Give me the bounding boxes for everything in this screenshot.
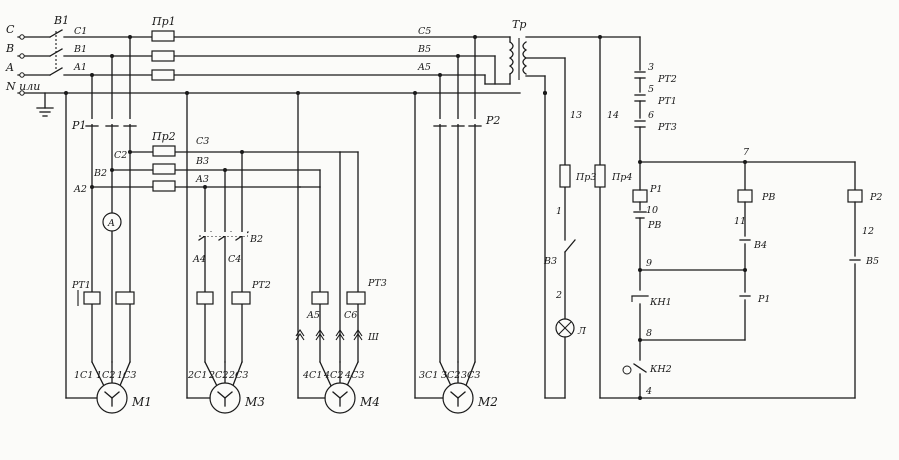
node-a1: A1	[73, 62, 87, 73]
coil-p1-label: P1	[649, 184, 662, 195]
contactor-p1-label: P1	[71, 119, 86, 132]
m1-t3: 1C3	[117, 370, 136, 381]
fuse-pr2	[152, 145, 176, 192]
motor-m3-label: M3	[244, 395, 265, 409]
wire-3: 3	[648, 62, 654, 73]
fuse-pr1	[151, 30, 175, 81]
switch-b3-label: B3	[543, 256, 557, 267]
motor-m4-branch	[295, 92, 366, 414]
wire-2: 2	[555, 290, 562, 301]
switch-b4-label: B4	[753, 240, 767, 251]
node-b3: B3	[195, 156, 209, 167]
fuse-pr1-label: Пр1	[151, 15, 176, 28]
m2-t1: 3C1	[419, 370, 438, 381]
coil-p2-label: P2	[869, 192, 882, 203]
transformer-label: Тр	[512, 18, 526, 31]
motor-m2-label: M2	[477, 395, 498, 409]
transformer	[484, 36, 641, 95]
bus-a-label: A	[5, 61, 14, 74]
node-c4: C4	[228, 254, 241, 265]
wire-9: 9	[646, 258, 652, 269]
node-b2: B2	[93, 168, 107, 179]
wire-14: 14	[607, 110, 619, 121]
ammeter-label: A	[107, 218, 115, 229]
relay-pt1-label: PT1	[71, 280, 91, 291]
switch-b1-label: B1	[53, 14, 69, 27]
node-a5-top: A5	[417, 62, 431, 73]
node-c3: C3	[196, 136, 209, 147]
fuse-pr3-label: Пр3	[575, 172, 596, 183]
rt-series-pt2: PT2	[657, 74, 677, 85]
node-b1: B1	[73, 44, 87, 55]
motor-m1-branch	[65, 36, 341, 414]
m3-t1: 2C1	[187, 370, 207, 381]
fuse-pr4-label: Пр4	[611, 172, 632, 183]
rt-series-pt1: PT1	[657, 96, 677, 107]
main-bus-lines	[17, 29, 521, 117]
fuse-pr2-label: Пр2	[151, 130, 176, 143]
m3-t3: 2C3	[228, 370, 248, 381]
hold-contact-p1-label: P1	[757, 294, 770, 305]
m4-t3: 4C3	[344, 370, 364, 381]
lamp-label: Л	[577, 326, 587, 337]
motor-m4-label: M4	[359, 395, 380, 409]
wire-10: 10	[646, 205, 658, 216]
node-a4: A4	[192, 254, 206, 265]
switch-b2-label: B2	[249, 234, 263, 245]
bus-b-label: B	[5, 42, 14, 55]
node-a2: A2	[73, 184, 87, 195]
wire-5: 5	[648, 84, 654, 95]
bus-n-label: N или	[5, 80, 40, 93]
plug-label: Ш	[367, 332, 379, 343]
relay-pt2-label: PT2	[251, 280, 271, 291]
motor-m2-branch	[414, 36, 482, 414]
m4-t2: 4C2	[323, 370, 343, 381]
lamp-circuit	[544, 35, 606, 399]
wire-4: 4	[645, 386, 652, 397]
m3-t2: 2C2	[208, 370, 228, 381]
switch-b5-label: B5	[865, 256, 879, 267]
motor-m3-branch	[186, 92, 251, 414]
m1-t1: 1C1	[74, 370, 93, 381]
node-b5: B5	[417, 44, 431, 55]
m4-t1: 4C1	[302, 370, 322, 381]
rv-contact-label: PB	[647, 220, 661, 231]
contactor-p2-label: P2	[485, 114, 500, 127]
node-a3: A3	[195, 174, 209, 185]
rt-series-pt3: PT3	[657, 122, 677, 133]
wire-7: 7	[743, 147, 750, 158]
wire-12: 12	[862, 226, 874, 237]
node-c2: C2	[114, 150, 127, 161]
m1-t2: 1C2	[96, 370, 115, 381]
m2-t3: 3C3	[461, 370, 480, 381]
wire-11: 11	[734, 216, 746, 227]
wire-1: 1	[556, 206, 562, 217]
relay-pt3-label: PT3	[367, 278, 387, 289]
node-a5: A5	[306, 310, 320, 321]
bus-junctions	[19, 34, 547, 96]
motor-m1-label: M1	[131, 395, 152, 409]
m2-t2: 3C2	[441, 370, 460, 381]
node-c6: C6	[344, 310, 357, 321]
button-kn1-label: КН1	[649, 297, 672, 308]
node-c5: C5	[418, 26, 431, 37]
wire-13: 13	[570, 110, 582, 121]
control-circuit	[599, 36, 863, 400]
coil-rv-label: PB	[761, 192, 775, 203]
button-kn2-label: КН2	[649, 364, 672, 375]
bus-c-label: C	[6, 23, 15, 36]
node-c1: C1	[74, 26, 87, 37]
wire-8: 8	[646, 328, 652, 339]
labels: C B A N или B1 C1 B1 A1 Пр1 Пр2 P1 C2 B2…	[5, 14, 882, 409]
wire-6: 6	[648, 110, 654, 121]
